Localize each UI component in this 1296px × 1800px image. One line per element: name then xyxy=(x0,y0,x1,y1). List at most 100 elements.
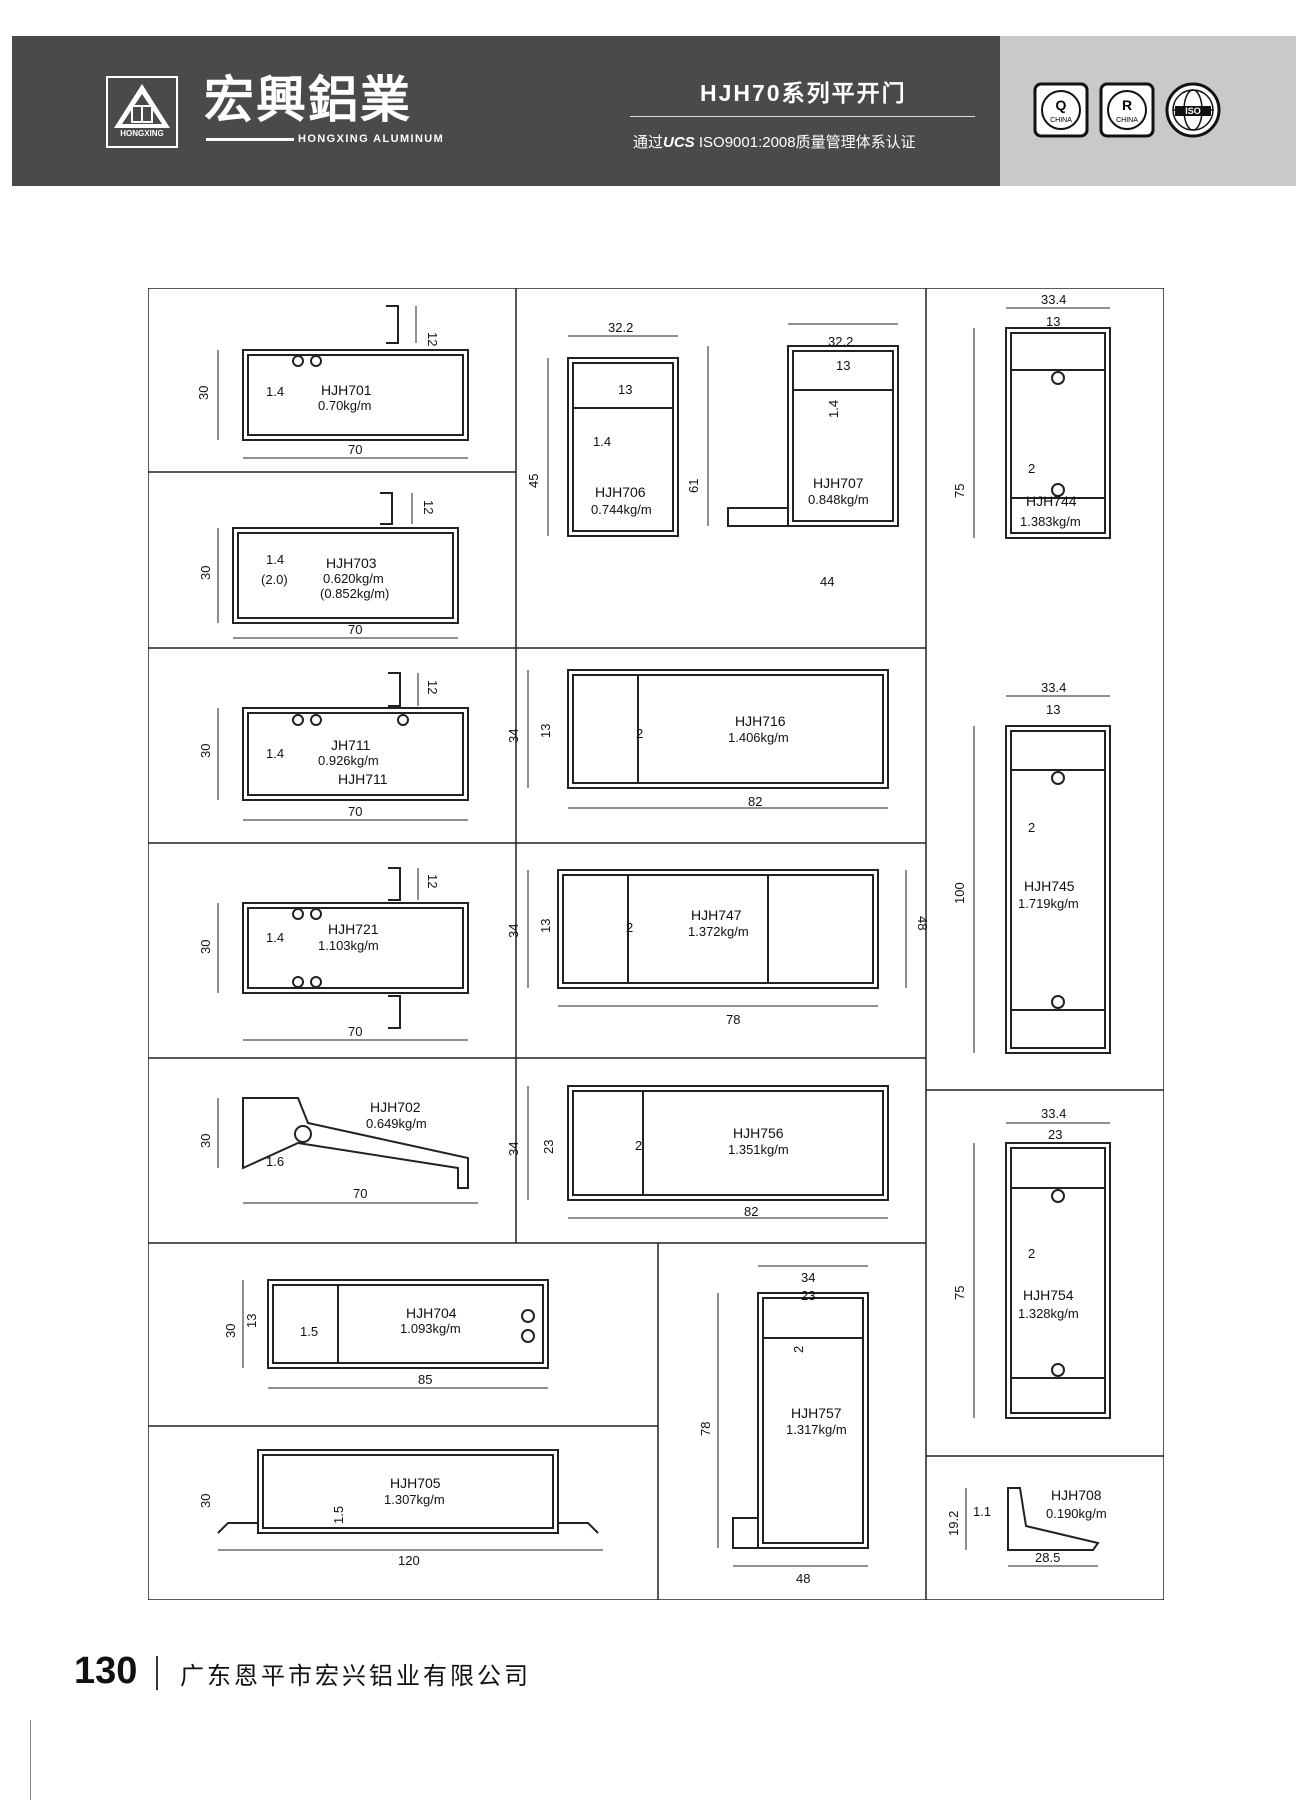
hjh706-weight: 0.744kg/m xyxy=(591,502,652,517)
hjh757-dim-wall: 2 xyxy=(791,1346,806,1353)
hjh745-dim-wall: 2 xyxy=(1028,820,1035,835)
hjh756-dim-width: 82 xyxy=(744,1204,758,1219)
hjh702-model: HJH702 xyxy=(370,1099,421,1115)
series-divider xyxy=(630,116,975,117)
profile-catalog-table: HJH701 0.70kg/m 30 1.4 70 12 HJH703 0.62… xyxy=(148,288,1164,1600)
hjh756-weight: 1.351kg/m xyxy=(728,1142,789,1157)
footer-divider xyxy=(156,1656,158,1690)
hjh757-weight: 1.317kg/m xyxy=(786,1422,847,1437)
hjh707-model: HJH707 xyxy=(813,475,864,491)
hjh707-weight: 0.848kg/m xyxy=(808,492,869,507)
company-name: 广东恩平市宏兴铝业有限公司 xyxy=(180,1663,531,1690)
hjh701-profile-drawing xyxy=(217,305,469,459)
catalog-grid xyxy=(148,288,1164,1600)
hjh745-dim-height: 100 xyxy=(952,882,967,904)
hjh745-dim-inner: 13 xyxy=(1046,702,1060,717)
logo-english-label: HONGXING xyxy=(120,129,164,138)
cert-ucs-mark: UCS xyxy=(663,134,695,151)
hjh706-dim-wall: 1.4 xyxy=(593,434,611,449)
hjh744-weight: 1.383kg/m xyxy=(1020,514,1081,529)
hjh702-weight: 0.649kg/m xyxy=(366,1116,427,1131)
hjh707-dim-wall: 1.4 xyxy=(826,400,841,418)
hjh716-dim-inner: 13 xyxy=(538,724,553,738)
hjh745-dim-width: 33.4 xyxy=(1041,680,1066,695)
hjh706-dim-width: 32.2 xyxy=(608,320,633,335)
hjh757-profile-drawing xyxy=(717,1265,869,1567)
hjh716-dim-width: 82 xyxy=(748,794,762,809)
hjh721-weight: 1.103kg/m xyxy=(318,938,379,953)
hjh716-weight: 1.406kg/m xyxy=(728,730,789,745)
hjh704-weight: 1.093kg/m xyxy=(400,1321,461,1336)
hjh747-profile-drawing xyxy=(527,869,907,1007)
hjh711-weight: 0.926kg/m xyxy=(318,753,379,768)
hjh707-profile-drawing xyxy=(707,323,899,527)
hjh702-dim-width: 70 xyxy=(353,1186,367,1201)
hjh703-weight: 0.620kg/m xyxy=(323,571,384,586)
hjh704-model: HJH704 xyxy=(406,1305,457,1321)
hjh711-profile-drawing xyxy=(217,672,469,821)
badge-q-letter: Q xyxy=(1056,97,1067,113)
hjh701-model: HJH701 xyxy=(321,382,372,398)
hjh747-weight: 1.372kg/m xyxy=(688,924,749,939)
hjh711-dim-hook: 12 xyxy=(425,680,440,694)
quality-q-china-badge-icon: Q CHINA xyxy=(1033,82,1089,138)
hjh705-dim-wall: 1.5 xyxy=(331,1506,346,1524)
hjh721-dim-wall: 1.4 xyxy=(266,930,284,945)
hjh701-dim-hook: 12 xyxy=(425,332,440,346)
hjh747-dim-right: 48 xyxy=(915,916,930,930)
hjh744-dim-width: 33.4 xyxy=(1041,292,1066,307)
hjh703-dim-hook: 12 xyxy=(421,500,436,514)
hjh704-dim-inner: 13 xyxy=(244,1314,259,1328)
hjh703-profile-drawing xyxy=(217,492,459,639)
hjh707-dim-width: 32.2 xyxy=(828,334,853,349)
hjh721-dim-hook: 12 xyxy=(425,874,440,888)
hjh704-profile-drawing xyxy=(242,1279,549,1389)
registered-r-china-badge-icon: R CHINA xyxy=(1099,82,1155,138)
hjh744-dim-wall: 2 xyxy=(1028,461,1035,476)
hongxing-logo-icon xyxy=(106,76,178,148)
hjh754-weight: 1.328kg/m xyxy=(1018,1306,1079,1321)
hjh704-dim-height: 30 xyxy=(223,1324,238,1338)
hjh747-dim-wall: 2 xyxy=(626,920,633,935)
hjh703-dim-width: 70 xyxy=(348,622,362,637)
hjh757-dim-inner: 23 xyxy=(801,1288,815,1303)
hjh745-weight: 1.719kg/m xyxy=(1018,896,1079,911)
hjh745-profile-drawing xyxy=(973,695,1111,1054)
hjh757-model: HJH757 xyxy=(791,1405,842,1421)
hjh705-dim-height: 30 xyxy=(198,1494,213,1508)
page-number: 130 xyxy=(74,1650,138,1692)
hjh756-profile-drawing xyxy=(527,1085,889,1219)
hjh754-dim-width: 33.4 xyxy=(1041,1106,1066,1121)
hjh757-dim-base: 48 xyxy=(796,1571,810,1586)
hjh705-weight: 1.307kg/m xyxy=(384,1492,445,1507)
hjh708-weight: 0.190kg/m xyxy=(1046,1506,1107,1521)
hjh708-profile-drawing xyxy=(965,1487,1100,1567)
hjh744-dim-height: 75 xyxy=(952,484,967,498)
hjh707-dim-base: 44 xyxy=(820,574,834,589)
hjh703-dim-wall: 1.4 xyxy=(266,552,284,567)
hjh703-model: HJH703 xyxy=(326,555,377,571)
hjh703-dim-wall-alt: (2.0) xyxy=(261,572,288,587)
hjh716-model: HJH716 xyxy=(735,713,786,729)
hjh702-dim-height: 30 xyxy=(198,1134,213,1148)
hjh711-alias: JH711 xyxy=(331,737,371,753)
hjh708-dim-height: 19.2 xyxy=(946,1511,961,1536)
hjh704-dim-width: 85 xyxy=(418,1372,432,1387)
hjh754-dim-wall: 2 xyxy=(1028,1246,1035,1261)
page-edge-mark xyxy=(30,1720,31,1800)
hjh703-weight-alt: (0.852kg/m) xyxy=(320,586,389,601)
hjh705-profile-drawing xyxy=(217,1449,603,1551)
hjh701-dim-height: 30 xyxy=(196,386,211,400)
hjh708-dim-wall: 1.1 xyxy=(973,1504,991,1519)
brand-chinese-name: 宏興鋁業 xyxy=(204,71,412,129)
hjh701-weight: 0.70kg/m xyxy=(318,398,371,413)
hjh747-model: HJH747 xyxy=(691,907,742,923)
hjh716-dim-height: 34 xyxy=(506,729,521,743)
hjh706-model: HJH706 xyxy=(595,484,646,500)
hjh745-model: HJH745 xyxy=(1024,878,1075,894)
hjh703-dim-height: 30 xyxy=(198,566,213,580)
hjh756-dim-inner: 23 xyxy=(541,1140,556,1154)
hjh744-dim-inner: 13 xyxy=(1046,314,1060,329)
hjh754-dim-height: 75 xyxy=(952,1286,967,1300)
hjh747-dim-height: 34 xyxy=(506,924,521,938)
